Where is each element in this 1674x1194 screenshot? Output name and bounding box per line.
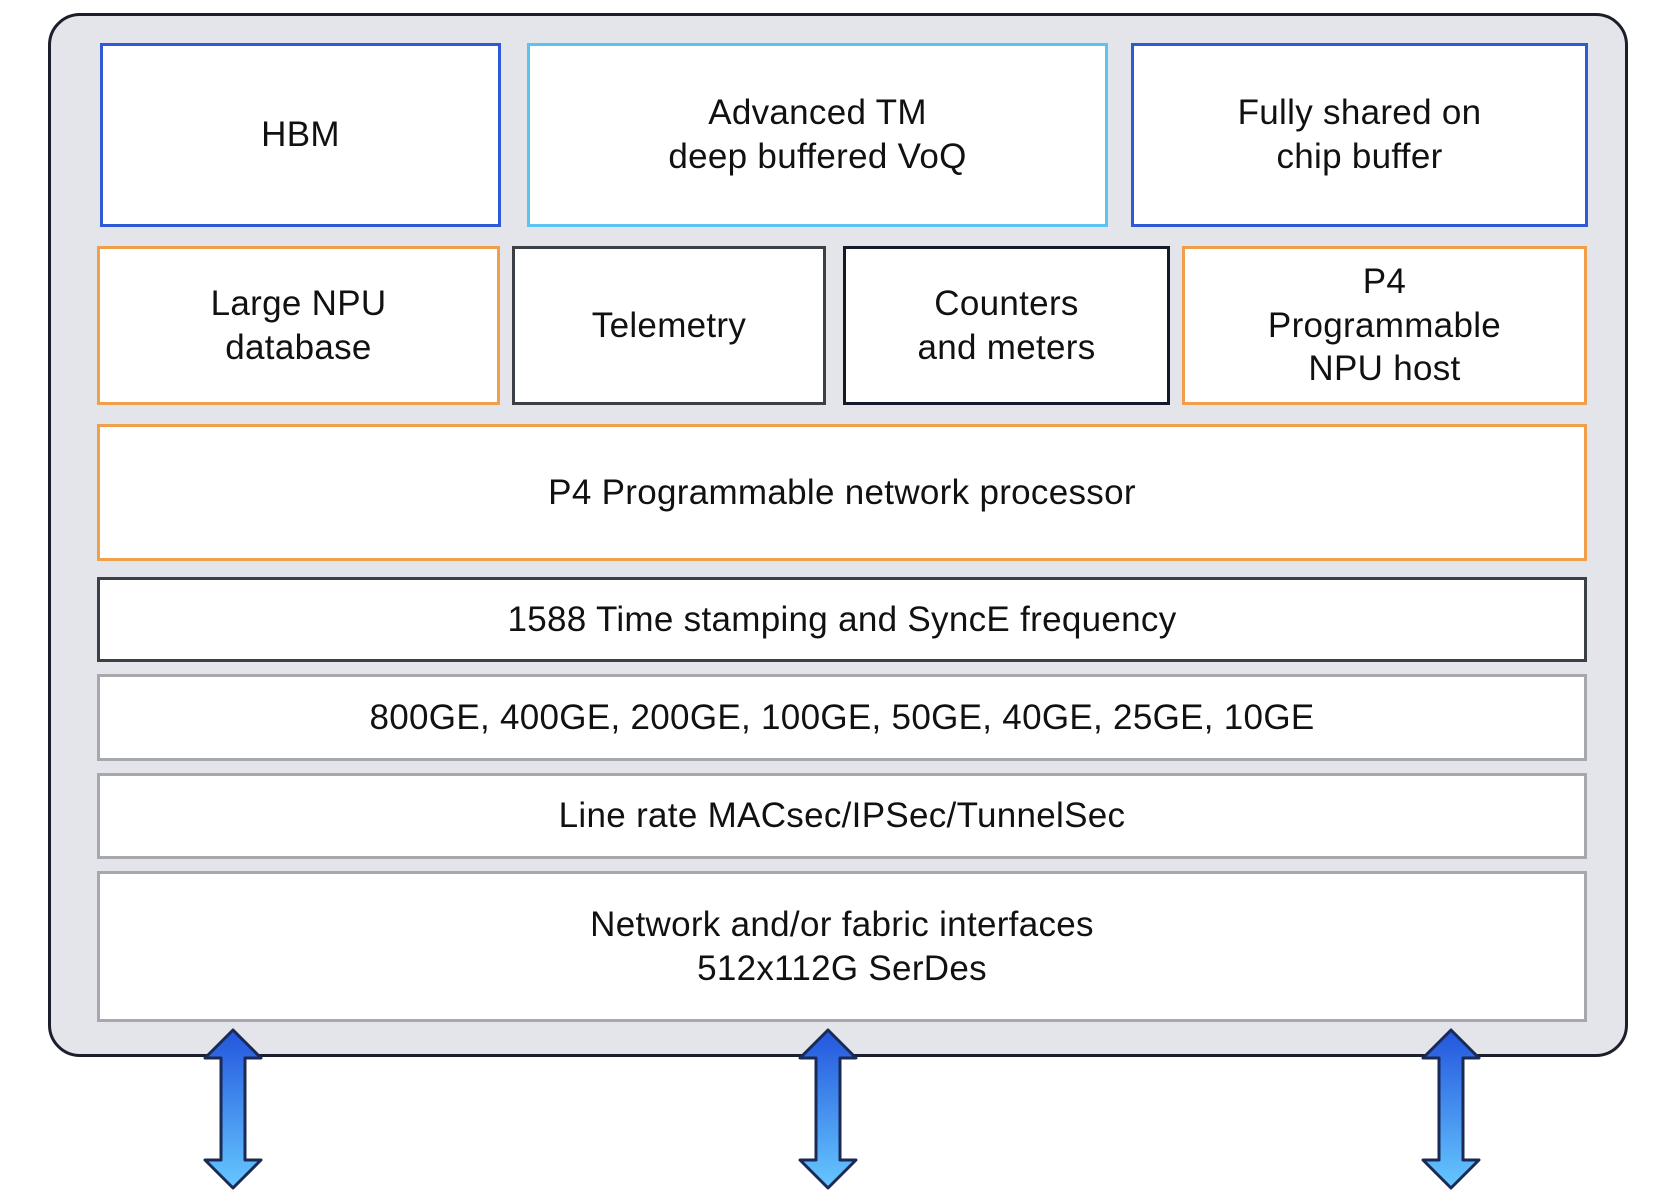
- block-shared-buffer: Fully shared on chip buffer: [1131, 43, 1588, 227]
- block-port-speeds: 800GE, 400GE, 200GE, 100GE, 50GE, 40GE, …: [97, 674, 1587, 761]
- bidirectional-arrow-icon: [203, 1028, 263, 1190]
- block-interfaces: Network and/or fabric interfaces 512x112…: [97, 871, 1587, 1022]
- block-counters-meters: Counters and meters: [843, 246, 1170, 405]
- bidirectional-arrow-icon: [798, 1028, 858, 1190]
- block-large-npu-database: Large NPU database: [97, 246, 500, 405]
- block-hbm: HBM: [100, 43, 501, 227]
- block-p4-network-processor: P4 Programmable network processor: [97, 424, 1587, 561]
- bidirectional-arrow-icon: [1421, 1028, 1481, 1190]
- block-time-stamping: 1588 Time stamping and SyncE frequency: [97, 577, 1587, 662]
- block-p4-npu-host: P4 Programmable NPU host: [1182, 246, 1587, 405]
- block-telemetry: Telemetry: [512, 246, 826, 405]
- block-line-rate-security: Line rate MACsec/IPSec/TunnelSec: [97, 773, 1587, 859]
- block-advanced-tm: Advanced TM deep buffered VoQ: [527, 43, 1108, 227]
